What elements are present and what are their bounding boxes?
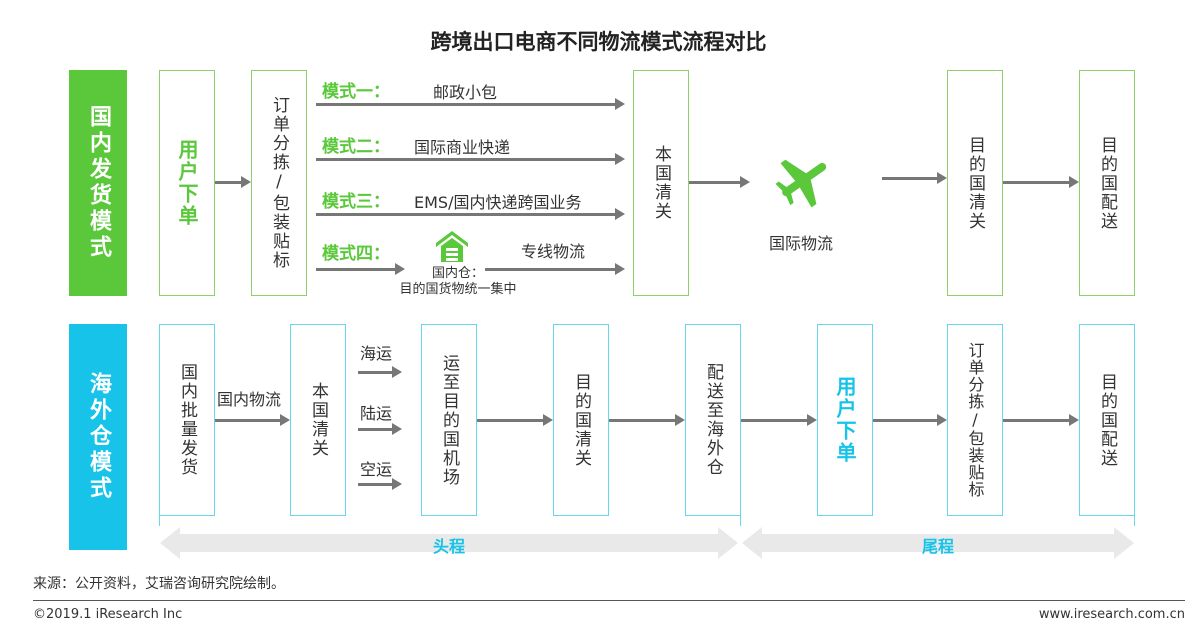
mode-2-desc: 国际商业快递 [414, 138, 511, 157]
domestic-arrow-4 [1003, 176, 1079, 188]
overseas-dest-delivery-text: 目的国配送 [1097, 372, 1117, 468]
domestic-local-customs-box: 本国清关 [633, 70, 689, 296]
overseas-airport-text: 运至目的国机场 [439, 353, 459, 487]
overseas-dest-delivery-box: 目的国配送 [1079, 324, 1135, 516]
head-leg-arrow: 头程 [160, 527, 738, 559]
tail-leg-arrow: 尾程 [742, 527, 1134, 559]
overseas-arrow-4 [741, 414, 817, 426]
overseas-airport-box: 运至目的国机场 [421, 324, 477, 516]
overseas-bulk-ship-box: 国内批量发货 [159, 324, 215, 516]
intl-logistics-label: 国际物流 [769, 234, 834, 253]
overseas-warehouse-text: 配送至海外仓 [703, 363, 723, 477]
domestic-dest-customs-text: 目的国清关 [965, 135, 985, 231]
overseas-arrow-5 [873, 414, 947, 426]
overseas-arrow-6 [1003, 414, 1079, 426]
overseas-sort-pack-text: 订单分拣/包装贴标 [965, 342, 985, 498]
tail-tick-right [1134, 516, 1135, 526]
domestic-arrow-3 [882, 172, 947, 184]
domestic-mode-label: 国内发货模式 [69, 70, 127, 296]
domestic-arrow-2 [689, 176, 750, 188]
overseas-sort-pack-box: 订单分拣/包装贴标 [947, 324, 1003, 516]
transport-sea-label: 海运 [360, 344, 393, 363]
mode-4-arrow-a [316, 263, 405, 275]
domestic-sort-pack-box: 订单分拣/包装贴标 [251, 70, 307, 296]
domestic-user-order-text: 用户下单 [175, 139, 199, 227]
head-tick-right [740, 516, 741, 526]
warehouse-icon [432, 226, 472, 270]
footer-divider [33, 600, 1185, 601]
domestic-dest-delivery-box: 目的国配送 [1079, 70, 1135, 296]
mode-2-label: 模式二： [322, 137, 390, 157]
mode-1-label: 模式一： [322, 82, 390, 102]
mode-4-label: 模式四： [322, 244, 390, 264]
airplane-icon [770, 146, 840, 216]
overseas-dest-customs-text: 目的国清关 [571, 372, 591, 468]
domestic-logistics-label: 国内物流 [217, 390, 282, 409]
warehouse-note-line-1: 国内仓： [431, 266, 484, 281]
domestic-user-order-box: 用户下单 [159, 70, 215, 296]
overseas-arrow-1 [215, 414, 290, 426]
mode-4-desc: 专线物流 [521, 242, 586, 261]
website: www.iresearch.com.cn [1038, 607, 1185, 622]
transport-air-label: 空运 [360, 460, 393, 479]
overseas-warehouse-box: 配送至海外仓 [685, 324, 741, 516]
domestic-dest-customs-box: 目的国清关 [947, 70, 1003, 296]
overseas-arrow-2 [477, 414, 553, 426]
overseas-mode-label: 海外仓模式 [69, 324, 127, 550]
domestic-arrow-1 [215, 176, 251, 188]
domestic-sort-pack-text: 订单分拣/包装贴标 [269, 96, 289, 270]
transport-land-label: 陆运 [360, 404, 393, 423]
warehouse-note-line-2: 目的国货物统一集中 [399, 282, 517, 297]
diagram-title: 跨境出口电商不同物流模式流程对比 [430, 30, 767, 54]
mode-1-arrow [316, 98, 625, 110]
head-tick-left [159, 516, 160, 526]
mode-1-desc: 邮政小包 [433, 83, 498, 102]
mode-3-arrow [316, 208, 625, 220]
mode-3-label: 模式三： [322, 192, 390, 212]
mode-2-arrow [316, 153, 625, 165]
overseas-bulk-ship-text: 国内批量发货 [177, 363, 197, 477]
overseas-user-order-box: 用户下单 [817, 324, 873, 516]
head-leg-label: 头程 [432, 537, 465, 556]
overseas-local-customs-box: 本国清关 [290, 324, 346, 516]
source-note: 来源：公开资料，艾瑞咨询研究院绘制。 [33, 576, 285, 592]
overseas-dest-customs-box: 目的国清关 [553, 324, 609, 516]
tail-leg-label: 尾程 [921, 537, 954, 556]
warehouse-note: 国内仓： 目的国货物统一集中 [378, 266, 538, 298]
overseas-user-order-text: 用户下单 [833, 376, 857, 464]
transport-sea-arrow [358, 366, 402, 378]
domestic-local-customs-text: 本国清关 [651, 145, 671, 221]
domestic-dest-delivery-text: 目的国配送 [1097, 135, 1117, 231]
mode-3-desc: EMS/国内快递跨国业务 [414, 193, 582, 212]
overseas-arrow-3 [609, 414, 685, 426]
copyright: ©2019.1 iResearch Inc [33, 607, 183, 622]
transport-land-arrow [358, 423, 402, 435]
overseas-local-customs-text: 本国清关 [308, 382, 328, 458]
transport-air-arrow [358, 478, 402, 490]
mode-4-arrow-b [485, 263, 625, 275]
